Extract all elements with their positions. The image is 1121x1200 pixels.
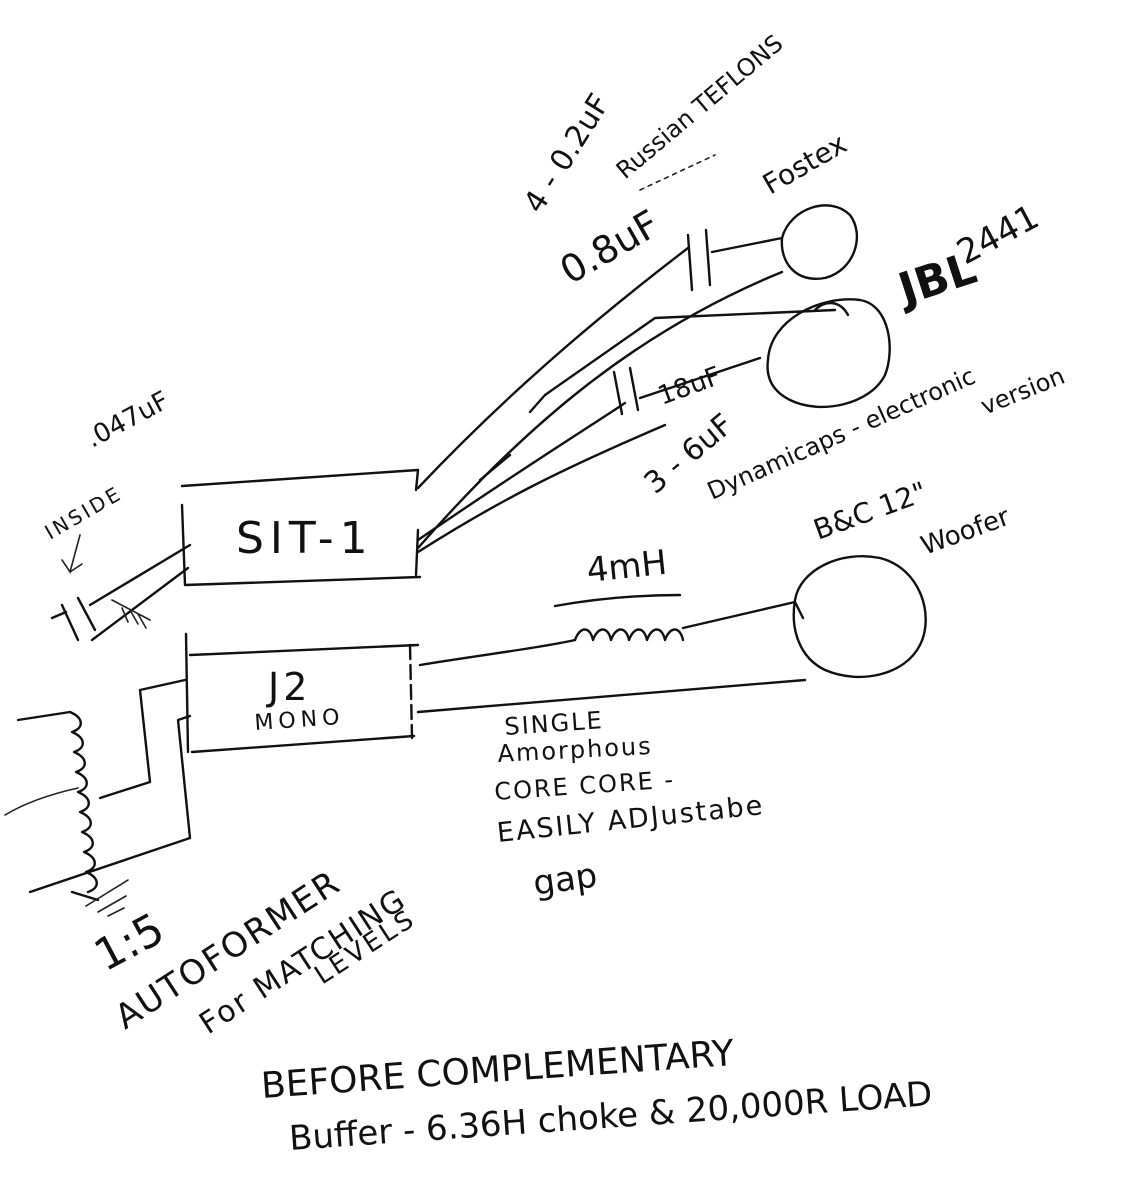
woofer-wiring [416,593,807,714]
choke-note-1: SINGLE [503,706,604,741]
woofer-label: Woofer [917,502,1014,562]
inside-label: INSIDE [41,481,127,545]
woofer-brand-label: B&C 12" [809,475,931,546]
autoformer [4,678,192,917]
choke-note-3: CORE CORE - [493,765,675,806]
fostex-label: Fostex [757,127,852,201]
input-capacitor [50,534,192,642]
dynamicaps-label: Dynamicaps - electronic [703,362,979,506]
choke-note-5: gap [531,855,600,904]
jbl-capacitor [612,366,640,416]
fostex-driver [780,204,859,280]
cap-02-label: 4 - 0.2uF [517,88,617,219]
woofer-driver [792,555,927,678]
jbl-model-label: 2441 [950,197,1045,273]
cap-047-label: .047uF [81,386,174,454]
sit1-output-wires [416,246,837,554]
fostex-capacitor [686,228,784,292]
j2-sublabel: MONO [254,705,346,736]
sit1-box [180,468,422,587]
cap-18-label: 18uF [654,361,725,411]
dynamicaps-version-label: version [977,362,1069,421]
jbl-driver [766,298,891,408]
sit1-label: SIT-1 [236,513,374,564]
j2-box [184,632,420,754]
inductor-label: 4mH [585,543,669,591]
j2-label: J2 [266,665,311,709]
